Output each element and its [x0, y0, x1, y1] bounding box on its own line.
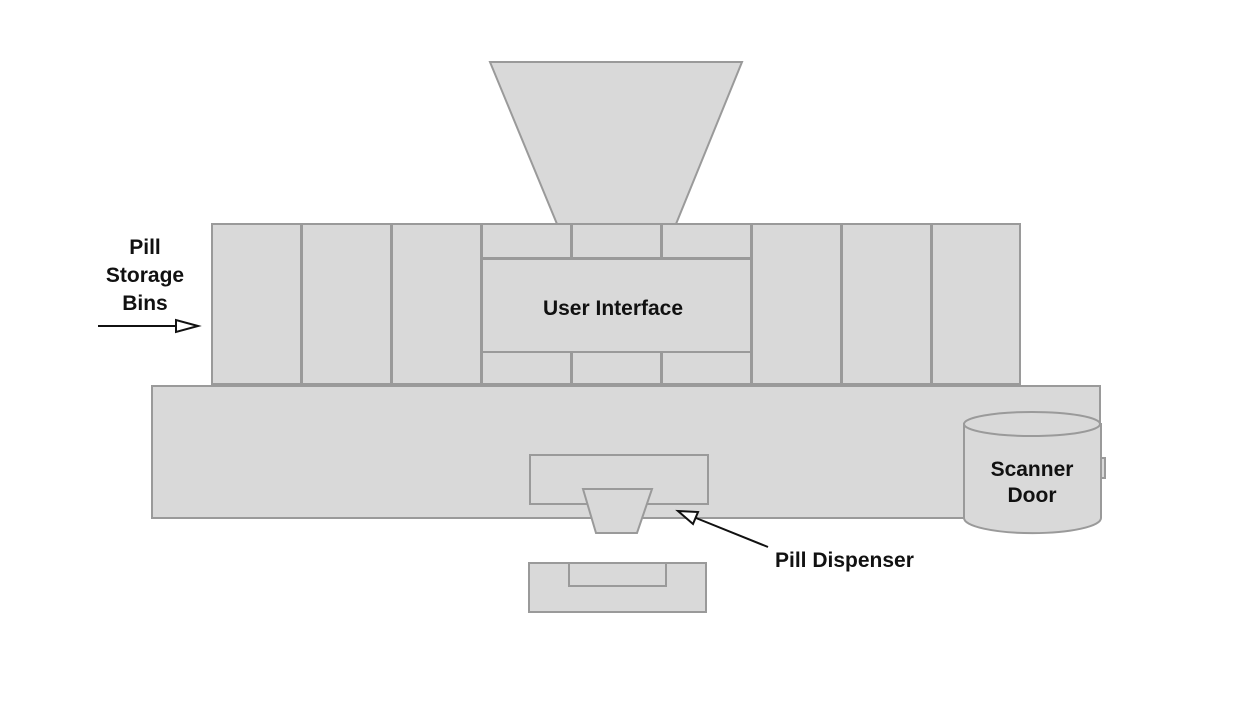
pill-dispenser-arrow	[695, 517, 769, 548]
storage-bin-small	[571, 351, 662, 385]
scanner-door-label-line1: Scanner	[991, 458, 1074, 481]
storage-bin	[301, 223, 392, 385]
storage-bin	[931, 223, 1021, 385]
user-interface-panel	[481, 258, 752, 353]
pill-dispenser-arrowhead	[675, 509, 700, 526]
storage-bins-label-line3: Bins	[122, 292, 168, 315]
storage-bins-label-line1: Pill	[129, 236, 161, 259]
pill-dispenser-label: Pill Dispenser	[775, 549, 914, 572]
machine-base	[151, 385, 1101, 519]
hopper-funnel	[488, 61, 744, 225]
storage-bin	[751, 223, 842, 385]
storage-bin-small	[661, 351, 752, 385]
storage-bins-arrowhead	[175, 318, 202, 334]
collection-tray-slot	[568, 562, 667, 587]
scanner-door-top	[963, 411, 1101, 437]
storage-bin-small	[481, 223, 572, 259]
storage-bin	[391, 223, 482, 385]
scanner-door-label-line2: Door	[1008, 484, 1057, 507]
scanner-door-body	[963, 423, 1102, 535]
storage-bin-small	[571, 223, 662, 259]
storage-bin	[841, 223, 932, 385]
storage-bin-small	[661, 223, 752, 259]
storage-bin	[211, 223, 302, 385]
storage-bin-small	[481, 351, 572, 385]
user-interface-label: User Interface	[543, 297, 683, 320]
storage-bins-label-line2: Storage	[106, 264, 184, 287]
collection-tray	[528, 562, 707, 613]
pill-dispenser-nozzle	[581, 488, 654, 534]
